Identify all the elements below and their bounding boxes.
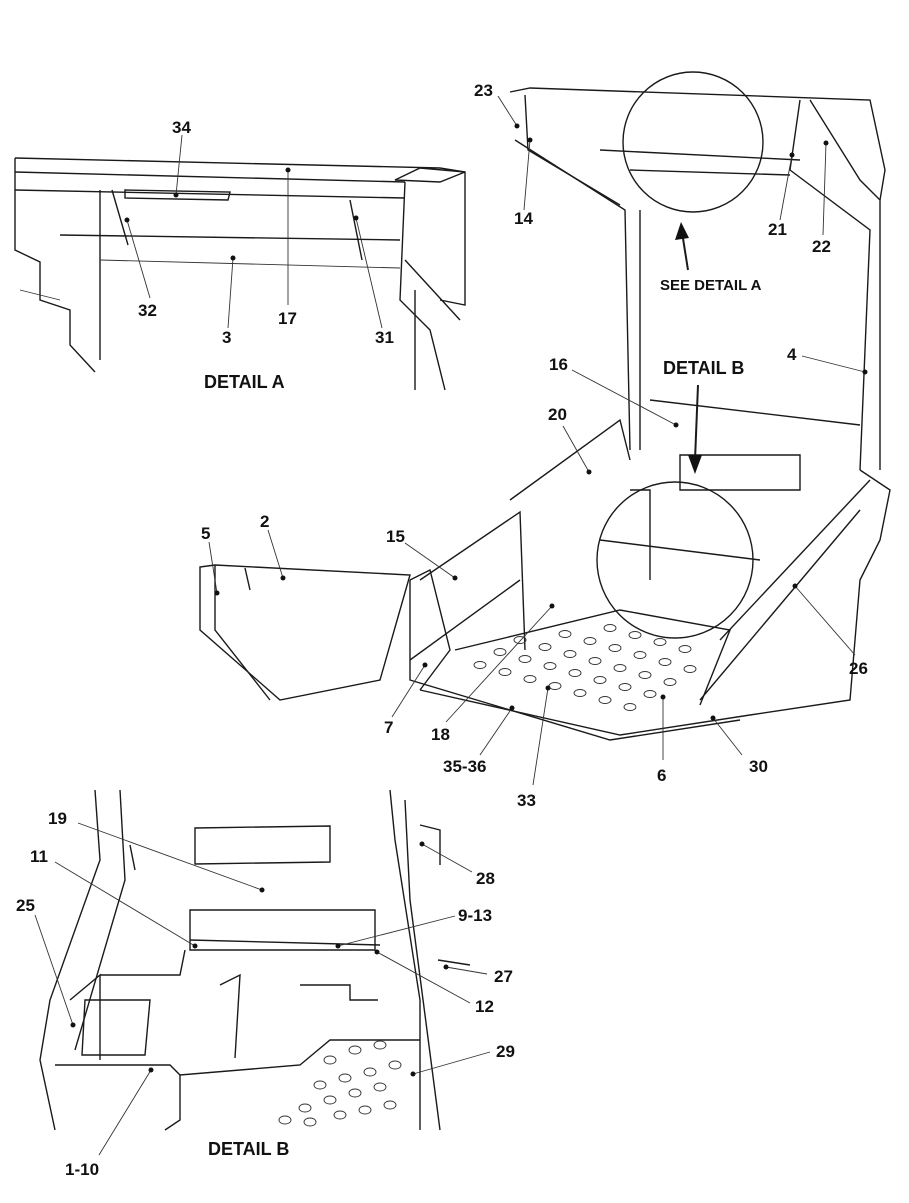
callout-20: 20 bbox=[548, 405, 567, 424]
callout-15: 15 bbox=[386, 527, 405, 546]
detail-b-caption: DETAIL B bbox=[208, 1139, 289, 1159]
callout-12: 12 bbox=[475, 997, 494, 1016]
detail-a-leaders bbox=[124, 134, 383, 329]
callout-16: 16 bbox=[549, 355, 568, 374]
callout-33: 33 bbox=[517, 791, 536, 810]
detail-b-leaders bbox=[34, 822, 491, 1156]
detail-b-drawing bbox=[39, 789, 471, 1131]
callout-14: 14 bbox=[514, 209, 533, 228]
detail-b-arrow bbox=[688, 384, 702, 474]
callout-28: 28 bbox=[476, 869, 495, 888]
callout-35-36: 35-36 bbox=[443, 757, 486, 776]
callout-18: 18 bbox=[431, 725, 450, 744]
callout-17: 17 bbox=[278, 309, 297, 328]
callout-26: 26 bbox=[849, 659, 868, 678]
callout-30: 30 bbox=[749, 757, 768, 776]
callout-4: 4 bbox=[787, 345, 797, 364]
callout-32: 32 bbox=[138, 301, 157, 320]
callout-34: 34 bbox=[172, 118, 191, 137]
callout-2: 2 bbox=[260, 512, 269, 531]
floor-holes bbox=[473, 624, 697, 711]
detail-a-drawing bbox=[14, 157, 466, 391]
see-detail-a-arrow bbox=[675, 222, 689, 271]
callout-5: 5 bbox=[201, 524, 210, 543]
main-leaders bbox=[208, 95, 868, 786]
callout-6: 6 bbox=[657, 766, 666, 785]
callout-29: 29 bbox=[496, 1042, 515, 1061]
callout-7: 7 bbox=[384, 718, 393, 737]
callout-22: 22 bbox=[812, 237, 831, 256]
see-detail-a-label: SEE DETAIL A bbox=[660, 277, 762, 294]
main-assembly-drawing bbox=[199, 71, 891, 741]
callout-27: 27 bbox=[494, 967, 513, 986]
callout-21: 21 bbox=[768, 220, 787, 239]
detail-a-caption: DETAIL A bbox=[204, 372, 285, 392]
detail-a-callouts: 34 17 32 3 31 DETAIL A bbox=[138, 118, 394, 392]
callout-3: 3 bbox=[222, 328, 231, 347]
callout-25: 25 bbox=[16, 896, 35, 915]
detail-b-label: DETAIL B bbox=[663, 358, 744, 378]
callout-11: 11 bbox=[30, 847, 48, 866]
main-callouts: 23 14 21 22 SEE DETAIL A 4 DETAIL B 16 2… bbox=[201, 81, 868, 810]
callout-23: 23 bbox=[474, 81, 493, 100]
callout-9-13: 9-13 bbox=[458, 906, 492, 925]
callout-1-10: 1-10 bbox=[65, 1160, 99, 1179]
detail-b-floor-holes bbox=[278, 1040, 402, 1127]
callout-19: 19 bbox=[48, 809, 67, 828]
callout-31: 31 bbox=[375, 328, 394, 347]
detail-b-callouts: 19 11 25 9-13 28 27 12 29 1-10 DETAIL B bbox=[16, 809, 515, 1179]
